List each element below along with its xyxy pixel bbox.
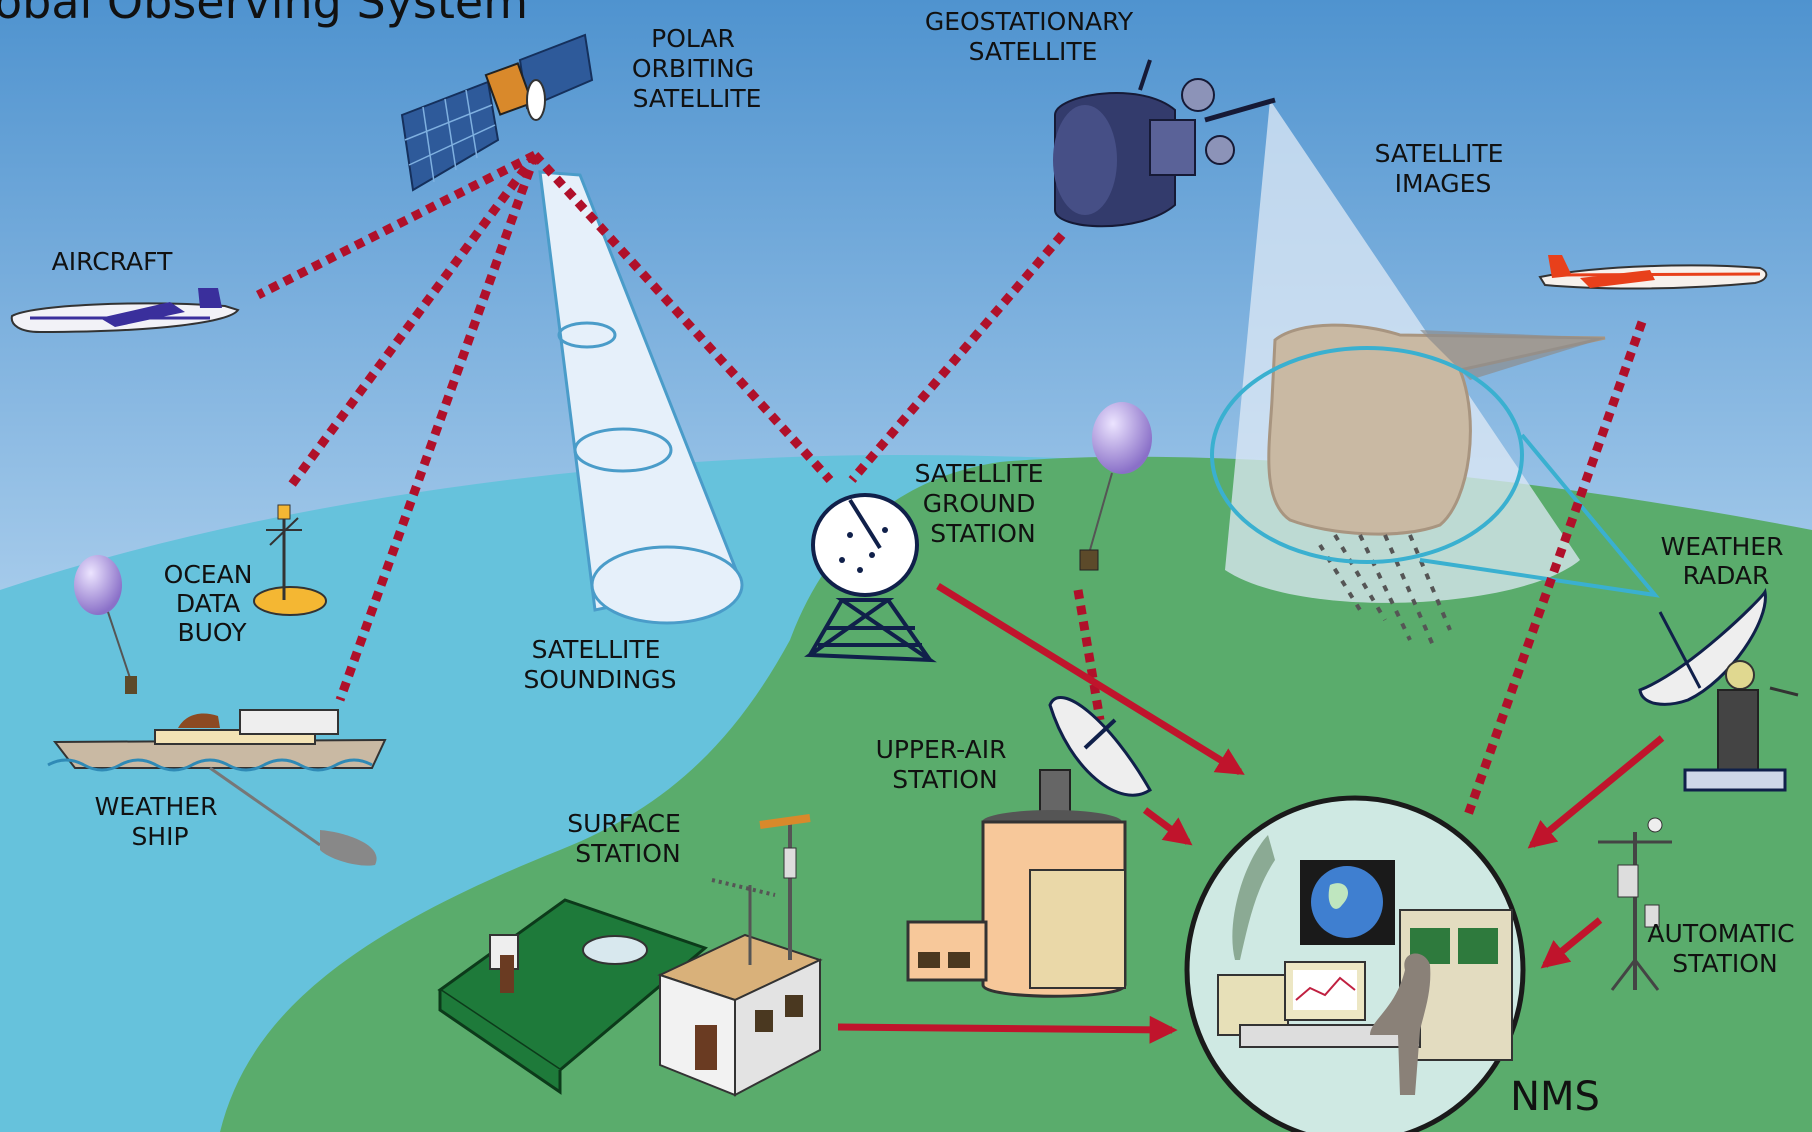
label-automatic-station: AUTOMATIC STATION xyxy=(1647,919,1802,978)
upper-air-balloon-icon xyxy=(1079,402,1152,571)
storm-cloud xyxy=(1210,323,1660,651)
surface-station-icon xyxy=(437,814,823,1097)
ship-balloon xyxy=(74,555,122,615)
automatic-station-icon xyxy=(1598,817,1672,991)
data-flow-arrows xyxy=(837,583,1665,1044)
label-upper-air-station: UPPER-AIR STATION xyxy=(876,735,1015,794)
label-weather-radar: WEATHER RADAR xyxy=(1661,532,1792,590)
label-satellite-soundings: SATELLITE SOUNDINGS xyxy=(523,635,676,694)
labels: POLAR ORBITING SATELLITE GEOSTATIONARY S… xyxy=(52,7,1802,1120)
label-nms: NMS xyxy=(1510,1074,1600,1120)
dotted-links xyxy=(255,150,1647,817)
weather-radar-icon xyxy=(1638,587,1799,792)
geostationary-satellite-icon xyxy=(1053,59,1276,228)
nms-center-icon xyxy=(1184,795,1526,1132)
label-ocean-data-buoy: OCEAN DATA BUOY xyxy=(164,560,261,647)
polar-orbiting-satellite-icon xyxy=(400,33,594,192)
aircraft-left-icon xyxy=(10,288,240,334)
diagram-title: obal Observing System xyxy=(0,0,528,29)
label-aircraft: AIRCRAFT xyxy=(52,247,173,276)
ocean-data-buoy-icon xyxy=(253,504,327,616)
weather-ship-icon xyxy=(47,555,387,866)
satellite-ground-station-icon xyxy=(804,493,937,663)
label-satellite-images: SATELLITE IMAGES xyxy=(1375,139,1512,198)
aircraft-right-icon xyxy=(1538,255,1768,290)
label-weather-ship: WEATHER SHIP xyxy=(95,792,226,851)
satellite-soundings-cone xyxy=(538,170,744,625)
label-geostationary-satellite: GEOSTATIONARY SATELLITE xyxy=(925,7,1141,66)
label-satellite-ground-station: SATELLITE GROUND STATION xyxy=(915,459,1052,548)
upper-air-station-icon xyxy=(906,696,1152,998)
label-surface-station: SURFACE STATION xyxy=(567,809,689,868)
label-polar-orbiting-satellite: POLAR ORBITING SATELLITE xyxy=(632,24,762,113)
